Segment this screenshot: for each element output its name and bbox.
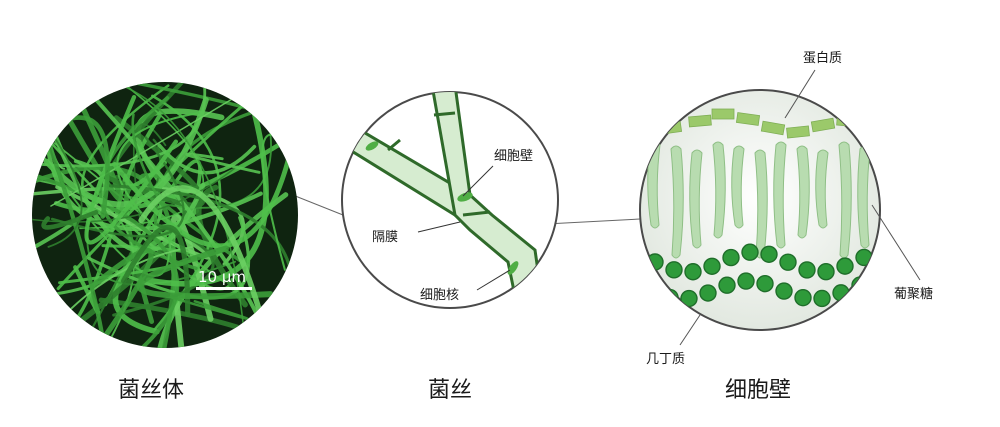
protein-block (711, 108, 735, 120)
glucan-rod (689, 149, 703, 249)
protein-block (735, 112, 761, 126)
chitin-bead (684, 263, 702, 281)
chitin-bead (741, 243, 759, 261)
fiber-strand (50, 89, 248, 207)
fiber-strand (41, 82, 123, 202)
chitin-bead (779, 253, 797, 271)
chitin-bead (665, 261, 683, 279)
mycelium-panel: 10 μm (32, 82, 298, 348)
label-protein: 蛋白质 (803, 50, 842, 66)
chitin-bead (737, 272, 755, 290)
callout-glucan (871, 204, 921, 281)
fiber-strand (32, 87, 207, 168)
chitin-bead (775, 282, 793, 300)
glucan-layer (647, 141, 871, 259)
fiber-strand (62, 115, 110, 219)
callout-chitin (679, 314, 701, 346)
caption-cell-wall: 细胞壁 (725, 378, 791, 403)
nucleus-1 (365, 141, 379, 151)
chitin-bead (680, 289, 698, 308)
label-septum: 隔膜 (372, 230, 398, 245)
glucan-rod (773, 141, 787, 249)
septum-1 (387, 138, 401, 152)
nucleus-3 (507, 261, 519, 275)
septum-2 (433, 111, 456, 117)
chitin-bead (794, 288, 812, 307)
septum-3 (462, 210, 491, 217)
fiber-strand (89, 247, 154, 348)
chitin-bead (699, 284, 717, 302)
scale-bar (196, 287, 252, 290)
protein-block (786, 125, 810, 139)
protein-block (760, 120, 786, 136)
chitin-bead (813, 289, 831, 308)
chitin-bead (855, 248, 873, 267)
caption-hypha: 菌丝 (428, 378, 472, 403)
fiber-strand (131, 113, 163, 204)
caption-mycelium: 菌丝体 (118, 378, 184, 403)
fiber-strand (136, 245, 274, 300)
callout-protein (784, 69, 816, 119)
glucan-rod (712, 141, 726, 239)
callout-nucleus (476, 269, 511, 291)
fiber-strand (121, 224, 191, 318)
glucan-rod (796, 145, 810, 239)
protein-block (688, 114, 712, 128)
protein-block (810, 117, 836, 133)
fiber-strand (59, 82, 245, 332)
protein-block (836, 114, 860, 128)
label-glucan: 葡聚糖 (894, 286, 933, 302)
glucan-rod (838, 141, 852, 259)
scale-bar-label: 10 μm (198, 268, 246, 286)
chitin-bead (832, 284, 850, 302)
chitin-bead (661, 288, 679, 307)
chitin-bead (703, 257, 721, 275)
protein-block (857, 120, 880, 136)
nucleus-2 (457, 192, 473, 202)
fiber-strand (138, 185, 275, 348)
callout-septum (417, 221, 461, 233)
fiber-strand (155, 192, 289, 348)
fiber-strand (108, 184, 294, 279)
chitin-bead (836, 257, 854, 275)
fiber-strand (40, 117, 83, 248)
fiber-strand (185, 152, 261, 174)
glucan-rod (670, 145, 684, 259)
chitin-bead (718, 276, 736, 294)
label-nucleus: 细胞核 (420, 288, 459, 303)
fiber-strand (157, 143, 257, 175)
chitin-bead (760, 245, 778, 263)
fiber-strand (41, 209, 99, 230)
hypha-panel: 细胞壁 隔膜 细胞核 (341, 91, 559, 309)
callout-cell-wall (462, 165, 494, 197)
glucan-rod (815, 149, 829, 229)
label-cell-wall: 细胞壁 (494, 149, 533, 164)
fiber-strand (170, 296, 249, 320)
chitin-bead (817, 262, 835, 281)
chitin-bead (646, 253, 664, 271)
fiber-strand (43, 96, 209, 208)
chitin-bead (722, 248, 740, 267)
fiber-strand (70, 246, 193, 310)
cell-wall-panel: 蛋白质 葡聚糖 几丁质 (639, 50, 933, 367)
chitin-bead (756, 274, 774, 293)
chitin-bead (798, 261, 816, 279)
label-chitin: 几丁质 (646, 352, 685, 367)
glucan-rod (731, 145, 745, 229)
